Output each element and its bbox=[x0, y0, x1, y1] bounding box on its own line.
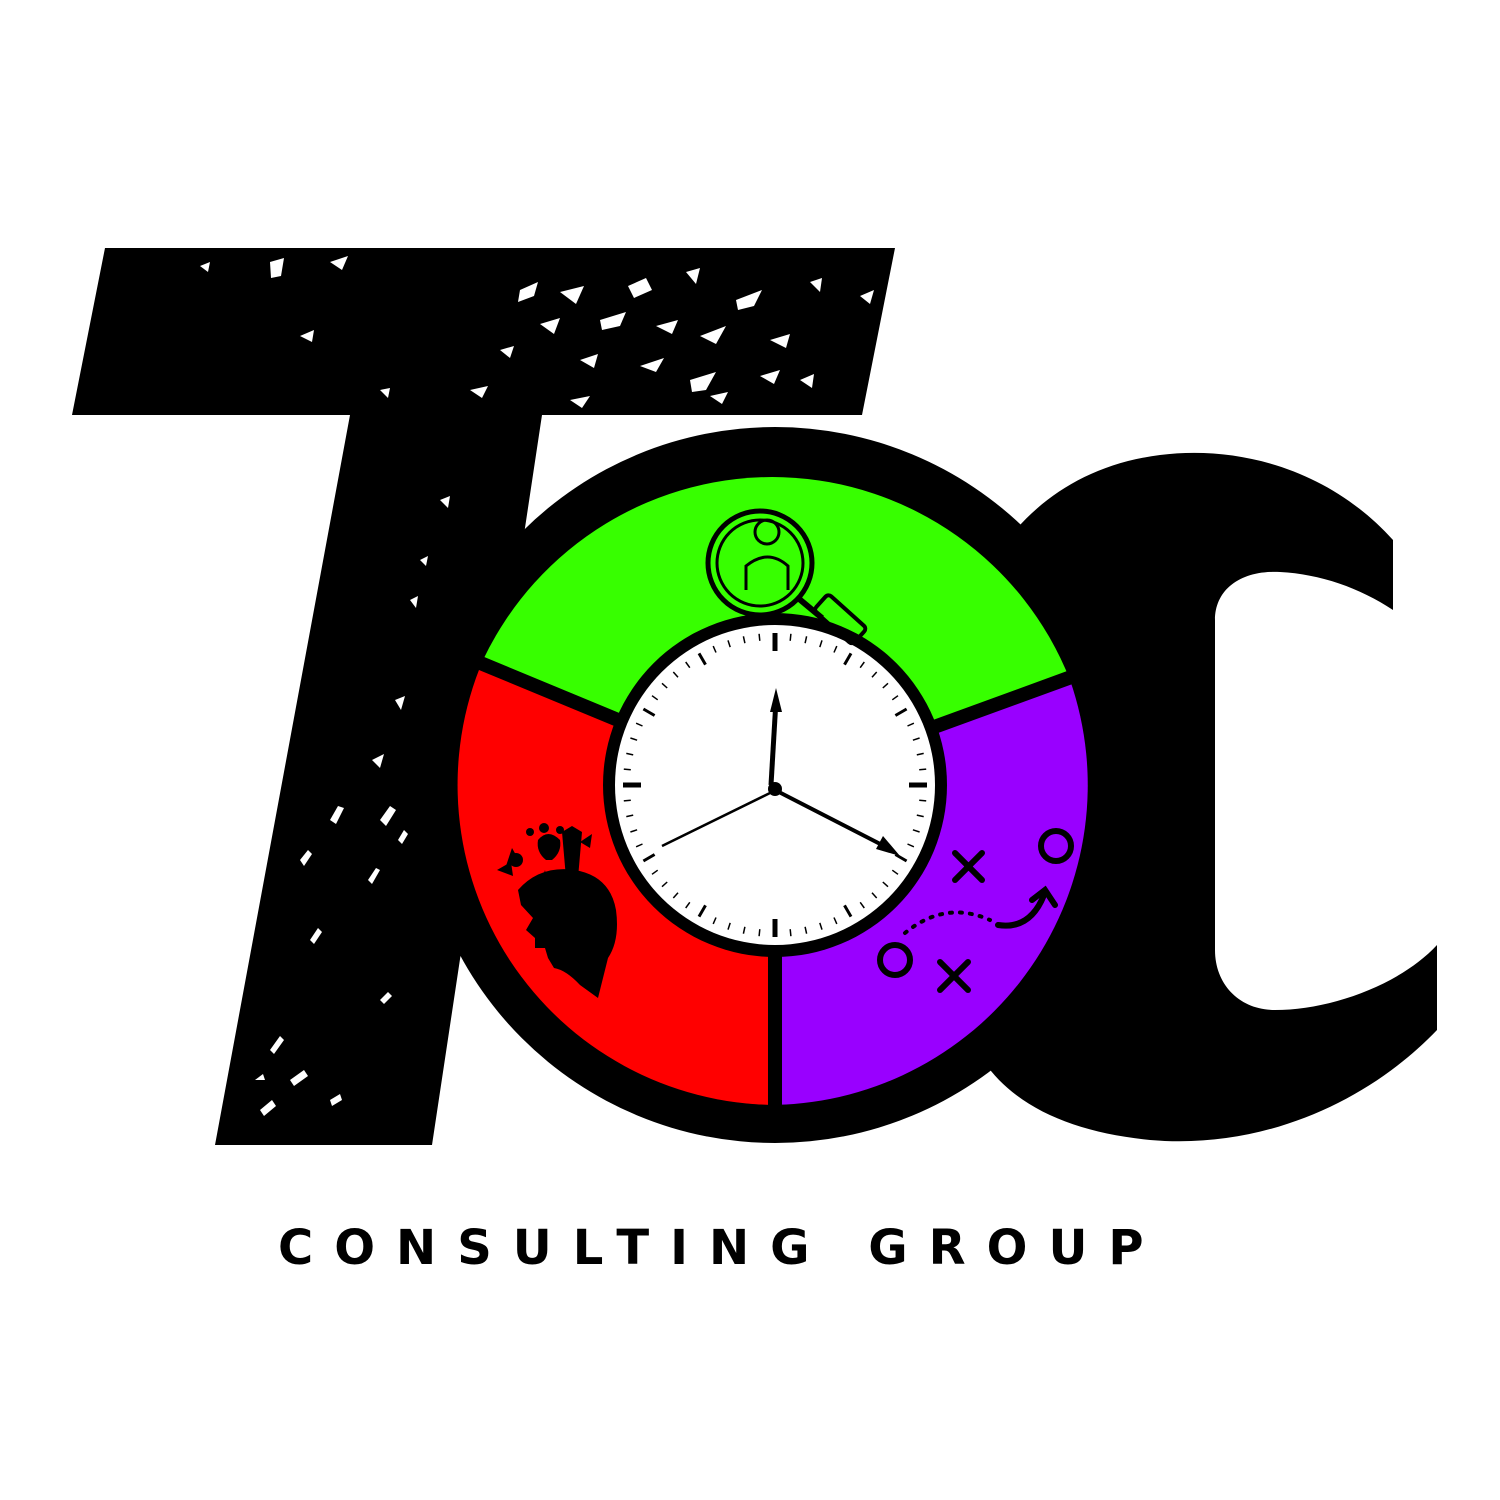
clock-tick bbox=[819, 922, 823, 930]
clock-tick bbox=[712, 917, 717, 925]
clock-tick bbox=[882, 682, 889, 689]
clock-tick bbox=[623, 768, 631, 771]
clock-tick bbox=[907, 843, 915, 848]
clock-tick bbox=[758, 633, 761, 641]
clock-tick bbox=[907, 722, 915, 727]
clock-tick bbox=[626, 814, 634, 818]
person-magnifier-icon bbox=[705, 508, 868, 646]
clock-tick bbox=[742, 926, 746, 934]
clock-tick bbox=[661, 682, 668, 689]
clock-tick bbox=[819, 640, 823, 648]
clock-tick bbox=[685, 901, 691, 909]
clock-tick bbox=[882, 881, 889, 888]
clock-tick bbox=[742, 636, 746, 644]
clock-tick bbox=[789, 929, 792, 937]
clock-tick bbox=[912, 737, 920, 741]
clock-tick bbox=[891, 695, 899, 701]
clock-tick bbox=[789, 633, 792, 641]
clock-tick bbox=[712, 645, 717, 653]
clock-tick bbox=[642, 707, 656, 717]
clock-tick bbox=[871, 671, 878, 678]
clock-tick bbox=[894, 853, 908, 863]
clock-tick bbox=[912, 829, 920, 833]
clock-tick bbox=[642, 853, 656, 863]
clock-tick bbox=[859, 901, 865, 909]
clock-tick bbox=[651, 869, 659, 875]
clock-tick bbox=[919, 799, 927, 802]
clock-tick bbox=[661, 881, 668, 888]
clock-tick bbox=[630, 737, 638, 741]
clock-tick bbox=[651, 695, 659, 701]
clock-tick bbox=[871, 892, 878, 899]
clock-tick bbox=[804, 636, 808, 644]
clock-tick bbox=[697, 652, 707, 666]
clock-tick bbox=[891, 869, 899, 875]
clock-tick bbox=[833, 645, 838, 653]
clock-tick bbox=[623, 799, 631, 802]
clock-tick bbox=[843, 904, 853, 918]
clock-tick bbox=[804, 926, 808, 934]
clock-tick bbox=[697, 904, 707, 918]
clock-tick bbox=[626, 752, 634, 756]
clock-icon bbox=[603, 613, 947, 957]
clock-tick bbox=[630, 829, 638, 833]
clock-tick bbox=[727, 640, 731, 648]
clock-tick bbox=[672, 892, 679, 899]
strategy-play-icon bbox=[877, 828, 1074, 993]
clock-tick bbox=[758, 929, 761, 937]
clock-tick bbox=[635, 843, 643, 848]
clock-tick bbox=[727, 922, 731, 930]
clock-tick bbox=[843, 652, 853, 666]
clock-tick bbox=[635, 722, 643, 727]
head-ideas-icon bbox=[497, 823, 617, 998]
clock-tick bbox=[685, 661, 691, 669]
clock-tick bbox=[894, 707, 908, 717]
tagline: CONSULTING GROUP bbox=[278, 1220, 1165, 1276]
clock-tick bbox=[919, 768, 927, 771]
clock-tick bbox=[833, 917, 838, 925]
clock-tick bbox=[672, 671, 679, 678]
clock-tick bbox=[916, 752, 924, 756]
clock-tick bbox=[916, 814, 924, 818]
clock-tick bbox=[859, 661, 865, 669]
